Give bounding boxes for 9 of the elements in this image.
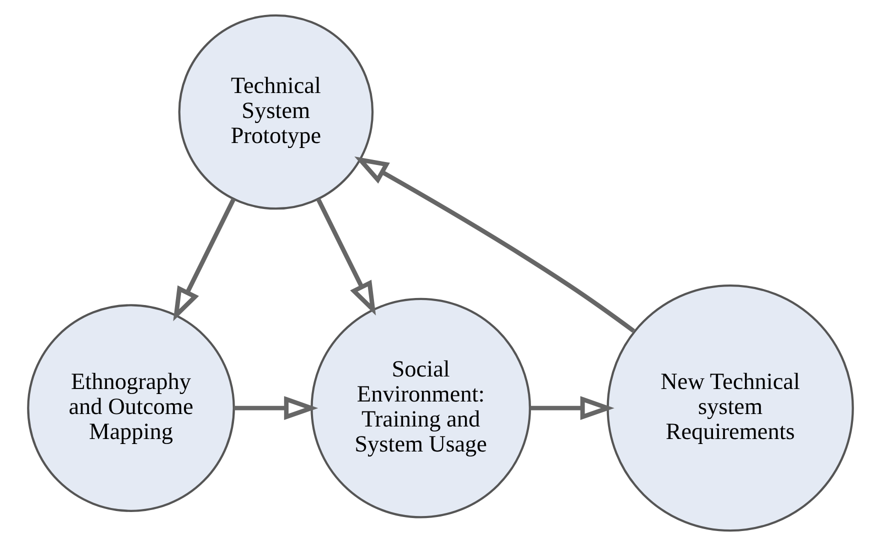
arrow: [354, 156, 635, 333]
node-circle: Technical System Prototype: [178, 14, 374, 210]
node-circle: Social Environment: Training and System Usage: [310, 298, 531, 518]
node-circle: Ethnography and Outcome Mapping: [26, 304, 234, 512]
arrow: [234, 396, 318, 420]
node-circle: New Technical system Requirements: [606, 284, 854, 532]
arrow: [172, 198, 236, 322]
arrow: [316, 198, 376, 316]
arrow: [530, 396, 614, 420]
